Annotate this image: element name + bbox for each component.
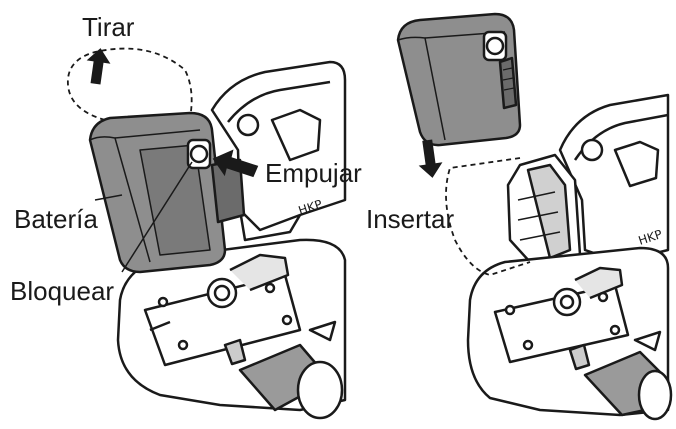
battery-slot-right bbox=[506, 153, 582, 270]
tool-handle-left bbox=[238, 343, 344, 420]
push-arrow-icon bbox=[212, 149, 259, 178]
pull-arrow-icon bbox=[86, 48, 111, 85]
tool-body-right: HKP bbox=[558, 93, 670, 264]
removal-panel: HKP bbox=[67, 47, 347, 420]
bateria-leader bbox=[94, 194, 123, 201]
label-bloquear: Bloquear bbox=[10, 276, 115, 306]
battery-right bbox=[396, 12, 522, 147]
insertion-dashed-path bbox=[445, 157, 531, 276]
label-insertar: Insertar bbox=[366, 204, 455, 234]
insertion-panel: HKP bbox=[396, 12, 673, 421]
tool-handle-right bbox=[583, 350, 673, 421]
removal-dashed-path bbox=[67, 47, 193, 121]
bloquear-leader bbox=[121, 161, 193, 273]
label-tirar: Tirar bbox=[82, 12, 135, 42]
battery-left bbox=[88, 111, 246, 274]
label-bateria: Batería bbox=[14, 204, 98, 234]
label-empujar: Empujar bbox=[265, 158, 362, 188]
insert-arrow-icon bbox=[418, 139, 443, 178]
